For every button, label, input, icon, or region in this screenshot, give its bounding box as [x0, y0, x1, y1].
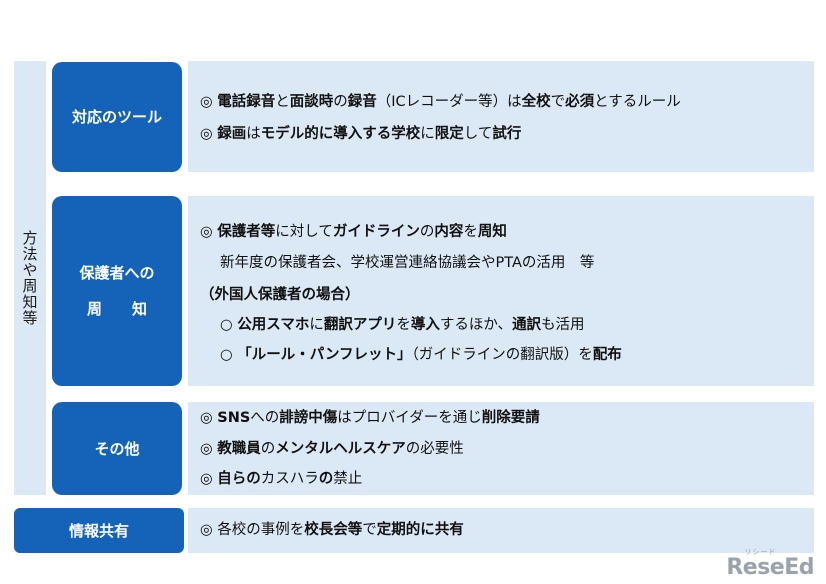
parents-line-5: ○ 「ルール・パンフレット」（ガイドラインの翻訳版）を配布 [220, 345, 622, 365]
text-bold: 限定 [434, 126, 464, 142]
text: の [419, 224, 435, 240]
content-other: ◎ SNSへの誹謗中傷はプロバイダーを通じ削除要請 ◎ 教職員のメンタルヘルスケ… [188, 402, 814, 495]
reseed-logo-text: ReseEd [726, 555, 814, 580]
text: への [250, 410, 280, 426]
other-line-1: ◎ SNSへの誹謗中傷はプロバイダーを通じ削除要請 [200, 408, 540, 428]
text-bold: 誹謗中傷 [279, 410, 338, 426]
heading-other-text: その他 [94, 439, 140, 458]
text-bold: 通訳 [512, 317, 542, 333]
text: に [420, 126, 435, 142]
text: はプロバイダーを通じ [337, 410, 482, 426]
parents-line-1: ◎ 保護者等に対してガイドラインの内容を周知 [200, 222, 507, 242]
reseed-logo-sub: リシード [744, 548, 777, 556]
text-bold: の [318, 471, 334, 487]
text-bold: 全校 [521, 94, 551, 110]
text: して [463, 126, 493, 142]
bullet-double-circle: ◎ [200, 126, 218, 142]
heading-parents-line-2: 周 知 [86, 300, 147, 318]
bullet-double-circle: ◎ [200, 94, 218, 110]
other-line-3: ◎ 自らのカスハラの禁止 [200, 469, 362, 489]
text: を [463, 224, 478, 240]
content-parents: ◎ 保護者等に対してガイドラインの内容を周知 新年度の保護者会、学校運営連絡協議… [188, 196, 814, 386]
bullet-double-circle: ◎ [200, 410, 218, 426]
bullet-circle: ○ [220, 317, 238, 333]
heading-tools-text: 対応のツール [71, 108, 162, 126]
text-bold: 校長会等 [304, 522, 363, 538]
text: を [396, 317, 411, 333]
text-bold: 定期的に共有 [376, 522, 464, 538]
text: で [362, 522, 377, 538]
reseed-logo: リシード ReseEd [726, 548, 814, 580]
text-bold: 内容 [434, 224, 464, 240]
text-bold: 導入 [410, 317, 440, 333]
share-line-1: ◎ 各校の事例を校長会等で定期的に共有 [200, 520, 464, 540]
side-category-label: 方法や周知等 [14, 61, 46, 495]
parents-line-3: （外国人保護者の場合） [200, 287, 360, 303]
heading-share: 情報共有 [14, 508, 184, 553]
content-tools: ◎ 電話録音と面談時の録音（ICレコーダー等）は全校で必須とするルール ◎ 録画… [188, 61, 814, 172]
text-bold: 必須 [565, 94, 595, 110]
parents-line-2: 新年度の保護者会、学校運営連絡協議会やPTAの活用 等 [220, 255, 595, 271]
text-bold: 面談時 [289, 94, 334, 110]
other-line-2: ◎ 教職員のメンタルヘルスケアの必要性 [200, 439, 464, 459]
text: するほか、 [439, 317, 513, 333]
tools-line-2: ◎ 録画はモデル的に導入する学校に限定して試行 [200, 124, 521, 144]
text: とするルール [594, 94, 681, 110]
text-bold: 録画 [217, 126, 247, 142]
text: （ガイドラインの翻訳版）を [411, 347, 593, 363]
text-bold: SNS [217, 410, 251, 426]
text-bold: モデル的に導入する学校 [260, 126, 421, 142]
text-bold: 電話録音 [217, 94, 276, 110]
text: に対して [275, 224, 333, 240]
heading-tools: 対応のツール [52, 62, 182, 172]
text: の必要性 [405, 441, 464, 457]
bullet-double-circle: ◎ [200, 471, 218, 487]
text-bold: 「ルール・パンフレット」 [237, 347, 412, 363]
text-bold: メンタルヘルスケア [275, 441, 406, 457]
bullet-double-circle: ◎ [200, 522, 218, 538]
text: も活用 [541, 317, 585, 333]
bullet-double-circle: ◎ [200, 441, 218, 457]
tools-line-1: ◎ 電話録音と面談時の録音（ICレコーダー等）は全校で必須とするルール [200, 92, 681, 112]
text-bold: 翻訳アプリ [323, 317, 397, 333]
heading-other: その他 [52, 402, 182, 495]
bullet-double-circle: ◎ [200, 224, 218, 240]
heading-share-text: 情報共有 [68, 521, 129, 540]
text: は [246, 126, 261, 142]
text-bold: 自らの [217, 471, 261, 487]
text: （ICレコーダー等）は [376, 94, 522, 110]
text: に [309, 317, 324, 333]
heading-parents: 保護者への 周 知 [52, 196, 182, 386]
text-bold: 公用スマホ [237, 317, 310, 333]
text: 各校の事例を [217, 522, 305, 538]
text: で [550, 94, 566, 110]
text-bold: 録音 [347, 94, 377, 110]
side-category-text: 方法や周知等 [20, 230, 39, 326]
text-bold: 周知 [477, 224, 507, 240]
bullet-circle: ○ [220, 347, 238, 363]
heading-parents-line-1: 保護者への [79, 264, 155, 282]
text-bold: 保護者等 [217, 224, 276, 240]
text-bold: 削除要請 [481, 410, 540, 426]
text-bold: 試行 [492, 126, 522, 142]
text: の [333, 94, 348, 110]
text-bold: 教職員 [217, 441, 261, 457]
text: 禁止 [333, 471, 363, 487]
text-bold: 配布 [592, 347, 622, 363]
text: カスハラ [260, 471, 319, 487]
text: と [275, 94, 290, 110]
text: の [260, 441, 276, 457]
parents-line-4: ○ 公用スマホに翻訳アプリを導入するほか、通訳も活用 [220, 315, 585, 335]
text-bold: ガイドライン [332, 224, 420, 240]
content-share: ◎ 各校の事例を校長会等で定期的に共有 [188, 508, 814, 553]
